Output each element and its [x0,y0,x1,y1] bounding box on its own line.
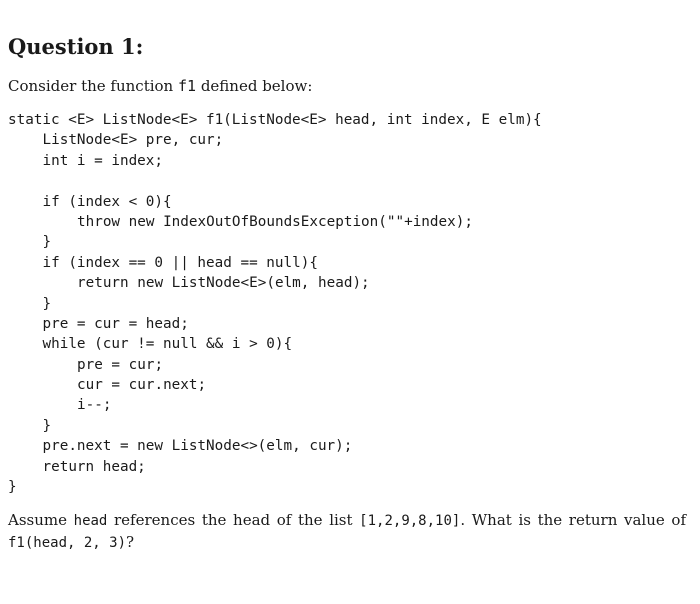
intro-suffix: defined below: [196,77,313,95]
question-head-variable: head [73,513,108,529]
question-text: Assume head references the head of the l… [8,510,686,554]
intro-text: Consider the function f1 defined below: [8,76,312,96]
code-line: } [42,295,52,312]
code-closing-brace: } [8,479,17,495]
code-line: i--; [77,397,112,414]
code-line: if (index < 0){ [42,193,172,210]
code-line: if (index == 0 || head == null){ [42,254,318,271]
code-line: pre = cur; [77,356,164,373]
code-line: pre.next = new ListNode<>(elm, cur); [42,438,353,455]
intro-function-name: f1 [177,77,197,95]
code-line: cur = cur.next; [77,377,207,394]
code-line: while (cur != null && i > 0){ [42,336,293,353]
question-part-1: Assume [8,511,74,529]
question-part-2: references the head of the list [107,511,360,529]
question-list-value: [1,2,9,8,10] [359,513,461,529]
code-line: } [42,417,52,434]
code-line: } [42,234,52,251]
code-line: return new ListNode<E>(elm, head); [77,275,370,292]
code-line: throw new IndexOutOfBoundsException(""+i… [77,213,473,230]
question-part-4: ? [126,533,135,551]
question-function-call: f1(head, 2, 3) [8,535,127,551]
code-line: int i = index; [42,152,164,169]
code-line: ListNode<E> pre, cur; [42,132,224,149]
intro-prefix: Consider the function [8,77,178,95]
code-block: static <E> ListNode<E> f1(ListNode<E> he… [8,110,542,477]
question-title: Question 1: [8,34,144,59]
code-line: static <E> ListNode<E> f1(ListNode<E> he… [8,112,542,128]
code-line [8,171,542,191]
code-line: pre = cur = head; [42,315,189,332]
code-line: return head; [42,458,146,475]
question-part-3: . What is the return value of [460,511,686,529]
